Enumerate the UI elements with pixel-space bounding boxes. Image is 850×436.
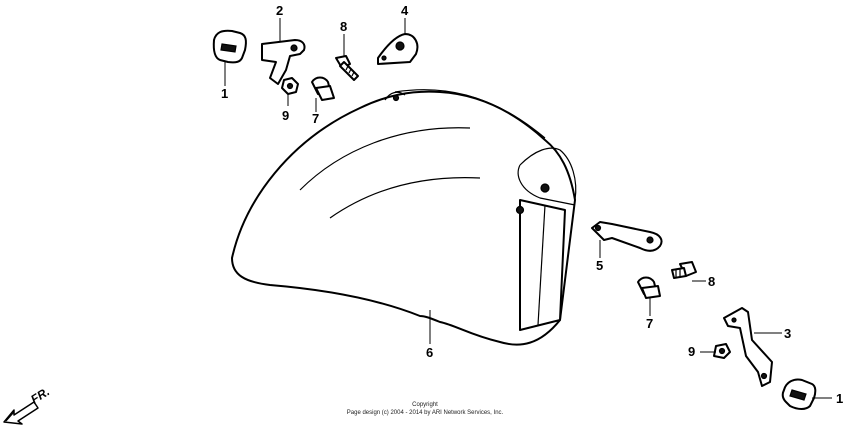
bolt-part-8-upper xyxy=(335,55,359,81)
clip-part-4 xyxy=(377,33,419,65)
callout-8-lower: 8 xyxy=(708,274,715,289)
callout-4: 4 xyxy=(401,3,409,18)
bracket-part-3 xyxy=(723,307,773,387)
grommet-part-7-lower xyxy=(637,276,661,299)
grommet-part-7-upper xyxy=(311,76,335,101)
cushion-part-1-right xyxy=(781,378,817,410)
nut-part-9-right xyxy=(713,343,731,359)
callout-7-lower: 7 xyxy=(646,316,653,331)
callout-numbers: 1 2 8 4 9 7 5 8 7 6 3 9 1 xyxy=(221,3,843,406)
nut-part-9-left xyxy=(281,77,299,95)
bracket-part-2 xyxy=(261,39,306,85)
copyright-line-2: Page design (c) 2004 - 2014 by ARI Netwo… xyxy=(347,410,504,416)
front-arrow-icon xyxy=(3,401,39,425)
copyright-line-1: Copyright xyxy=(412,402,438,408)
front-fender xyxy=(231,89,577,346)
callout-7-upper: 7 xyxy=(312,111,319,126)
callout-5: 5 xyxy=(596,258,603,273)
callout-3: 3 xyxy=(784,326,791,341)
bolt-part-8-lower xyxy=(671,261,697,279)
bracket-part-5 xyxy=(591,221,663,252)
callout-1-left: 1 xyxy=(221,86,228,101)
cushion-part-1-left xyxy=(212,29,247,64)
copyright-notice: Copyright Page design (c) 2004 - 2014 by… xyxy=(347,402,504,416)
callout-6: 6 xyxy=(426,345,433,360)
leader-lines xyxy=(224,18,832,399)
callout-8-upper: 8 xyxy=(340,19,347,34)
front-direction-indicator: FR. xyxy=(3,384,52,425)
callout-9-right: 9 xyxy=(688,344,695,359)
callout-1-right: 1 xyxy=(836,391,843,406)
callout-2: 2 xyxy=(276,3,283,18)
callout-9-left: 9 xyxy=(282,108,289,123)
